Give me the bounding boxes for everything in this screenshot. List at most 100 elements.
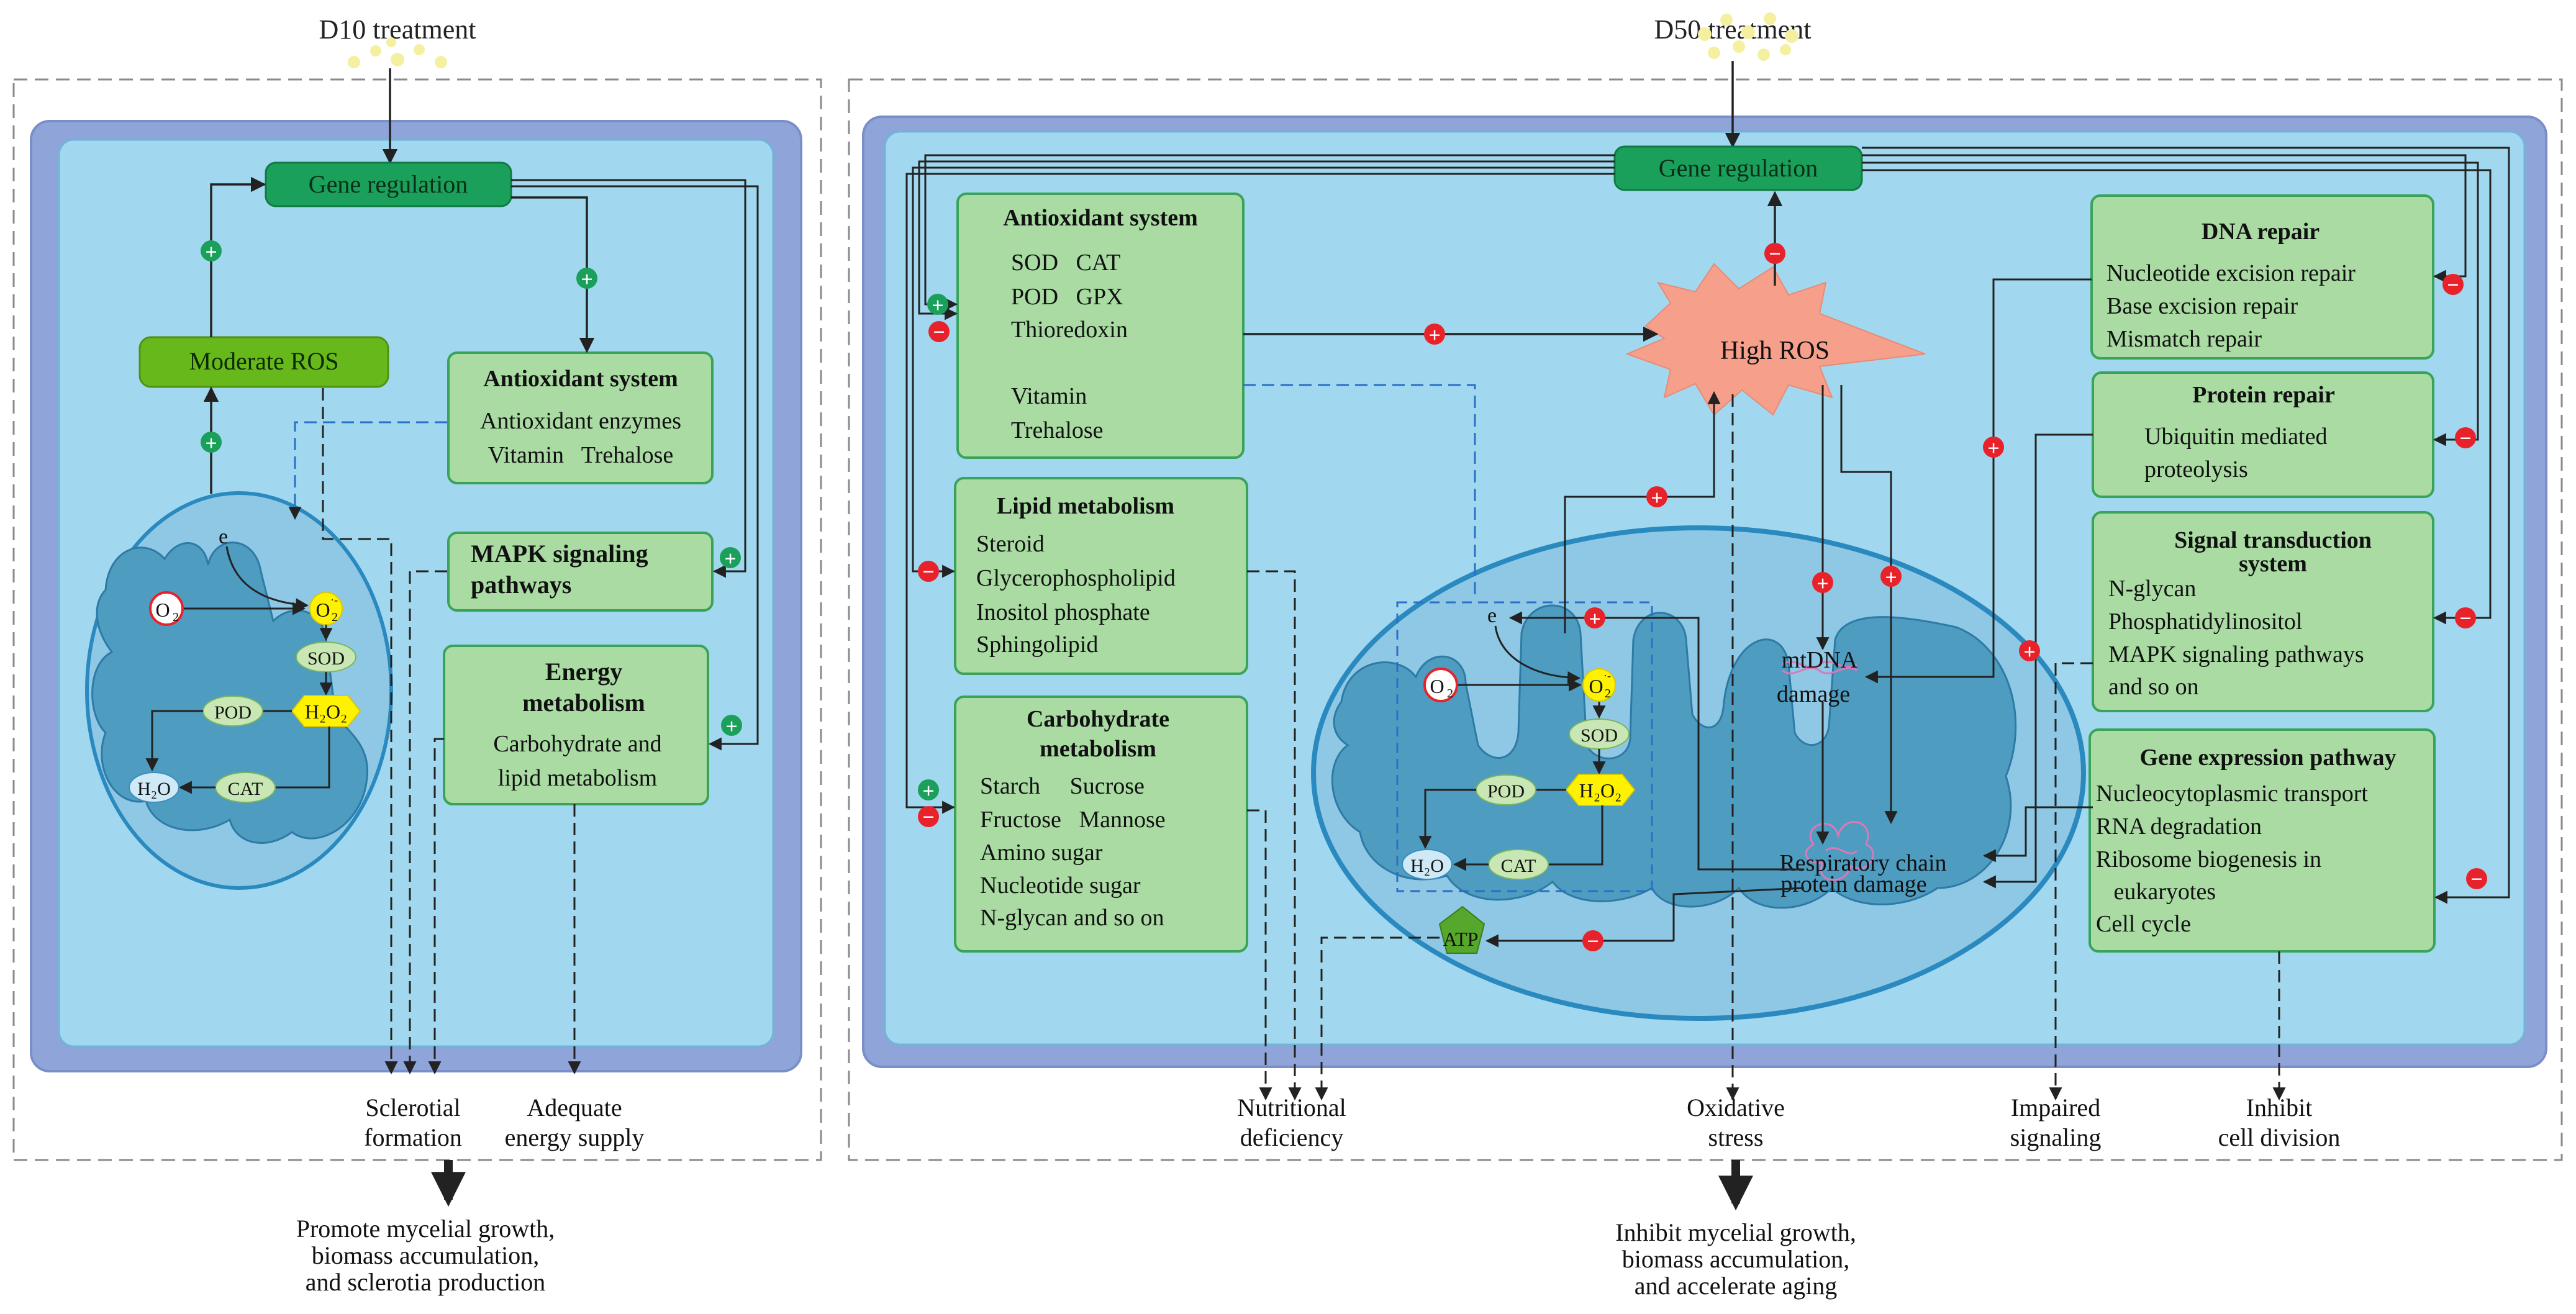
d50-cat-label: CAT bbox=[1501, 856, 1536, 876]
d50-signal-line: N-glycan bbox=[2108, 576, 2196, 602]
svg-text:+: + bbox=[1987, 437, 1999, 460]
svg-text:+: + bbox=[1651, 487, 1662, 510]
svg-text:−: − bbox=[2447, 274, 2459, 297]
minus-sign-icon: − bbox=[2455, 427, 2476, 450]
svg-text:−: − bbox=[922, 806, 934, 829]
d50-carb-title: metabolism bbox=[1040, 736, 1156, 762]
d50-result-text: biomass accumulation, bbox=[1622, 1245, 1850, 1273]
d50-dna-repair-line: Mismatch repair bbox=[2107, 326, 2262, 352]
d50-gene-expression-line: Ribosome biogenesis in bbox=[2096, 846, 2321, 872]
svg-text:2: 2 bbox=[332, 610, 338, 624]
dna-helix-icon bbox=[1782, 661, 1857, 674]
minus-sign-icon: − bbox=[1582, 930, 1603, 953]
minus-sign-icon: − bbox=[2455, 607, 2476, 630]
d10-h2o-label: H₂O bbox=[137, 779, 171, 799]
d50-high-ros-label: High ROS bbox=[1720, 337, 1830, 365]
svg-text:O: O bbox=[1589, 675, 1603, 697]
d50-carb-title: Carbohydrate bbox=[1027, 706, 1169, 732]
d50-carb-line: Starch Sucrose bbox=[980, 773, 1145, 799]
d50-antioxidant-line: Thioredoxin bbox=[1011, 317, 1128, 343]
d50-gene-regulation-label: Gene regulation bbox=[1659, 154, 1818, 182]
d50-carb-line: N-glycan and so on bbox=[980, 905, 1164, 931]
d10-gene-to-energy-arrow bbox=[511, 185, 759, 751]
d10-energy-title: Energy bbox=[545, 658, 622, 686]
minus-sign-icon: − bbox=[928, 321, 950, 344]
d50-h2o2-molecule bbox=[1565, 774, 1636, 806]
d50-signal-title: Signal transduction bbox=[2174, 527, 2372, 553]
d50-gene-expression-box bbox=[2088, 728, 2436, 953]
d50-carb-line: Nucleotide sugar bbox=[980, 872, 1141, 899]
d50-h2o-molecule bbox=[1402, 849, 1453, 880]
d10-dashed-flows bbox=[288, 388, 581, 1075]
d10-outcome-label: Adequate bbox=[527, 1094, 622, 1121]
d10-gene-to-antioxidant-arrow bbox=[511, 196, 595, 353]
d50-dna-repair-line: Base excision repair bbox=[2107, 293, 2298, 319]
svg-text:2: 2 bbox=[1447, 687, 1453, 700]
d10-pod-label: POD bbox=[214, 702, 252, 723]
d50-panel: D50 treatment Gene regulation High ROS A… bbox=[848, 12, 2563, 1300]
d50-protein-repair-line: Ubiquitin mediated bbox=[2144, 424, 2327, 450]
d10-energy-box bbox=[443, 645, 709, 805]
svg-text:+: + bbox=[725, 715, 737, 738]
svg-text:·-: ·- bbox=[1603, 669, 1611, 682]
minus-sign-icon: − bbox=[1764, 243, 1785, 266]
d10-result-text: biomass accumulation, bbox=[312, 1241, 540, 1269]
svg-text:+: + bbox=[2023, 641, 2035, 664]
d50-signal-title: system bbox=[2239, 551, 2307, 577]
d10-energy-title: metabolism bbox=[522, 689, 645, 717]
svg-text:−: − bbox=[933, 321, 945, 344]
d10-o2-molecule: O 2 bbox=[149, 591, 184, 626]
d10-gene-to-mapk-arrow bbox=[511, 179, 746, 578]
d10-energy-line: lipid metabolism bbox=[498, 765, 657, 791]
d10-ros-to-gene-arrow bbox=[210, 176, 266, 337]
d50-sod-label: SOD bbox=[1581, 725, 1618, 746]
d10-outcome-label: energy supply bbox=[505, 1123, 645, 1151]
d50-resp-label: Respiratory chain bbox=[1779, 850, 1946, 876]
d50-gene-expression-line: RNA degradation bbox=[2096, 813, 2262, 840]
plus-sign-icon: + bbox=[1646, 486, 1667, 510]
svg-text:−: − bbox=[2470, 868, 2482, 891]
d50-outcome-label: Oxidative bbox=[1687, 1094, 1785, 1121]
d10-outcome-label: formation bbox=[364, 1123, 462, 1151]
plus-sign-icon: + bbox=[2019, 640, 2040, 664]
d50-carb-line: Amino sugar bbox=[980, 840, 1103, 866]
d10-superoxide-molecule: O 2 ·- bbox=[309, 592, 343, 625]
d50-antioxidant-title: Antioxidant system bbox=[1003, 205, 1198, 231]
d50-gene-expression-title: Gene expression pathway bbox=[2139, 745, 2396, 771]
plus-sign-icon: + bbox=[576, 268, 597, 291]
plus-sign-icon: + bbox=[201, 240, 222, 264]
plus-sign-icon: + bbox=[721, 715, 742, 738]
d50-outcome-label: cell division bbox=[2218, 1123, 2341, 1151]
d50-resp-label: protein damage bbox=[1780, 871, 1926, 897]
d50-antioxidant-line: POD GPX bbox=[1011, 284, 1123, 310]
d50-dashed-frame bbox=[848, 78, 2563, 1161]
d10-h2o2-label: H₂O₂ bbox=[305, 700, 348, 723]
minus-sign-icon: − bbox=[2442, 274, 2464, 297]
d10-mapk-box bbox=[447, 532, 714, 612]
svg-text:+: + bbox=[1885, 566, 1897, 589]
d50-dashed-flows bbox=[1243, 384, 2286, 1101]
d50-lipid-line: Sphingolipid bbox=[976, 632, 1098, 658]
svg-text:+: + bbox=[1816, 573, 1828, 596]
d10-gene-regulation-label: Gene regulation bbox=[309, 170, 468, 198]
d50-gene-expression-line: Nucleocytoplasmic transport bbox=[2096, 781, 2368, 807]
d50-outcome-label: Nutritional bbox=[1237, 1094, 1346, 1121]
svg-text:+: + bbox=[932, 294, 943, 317]
minus-sign-icon: − bbox=[918, 806, 939, 829]
d50-outcome-label: stress bbox=[1708, 1123, 1764, 1151]
d10-spores-icon bbox=[348, 37, 447, 68]
d50-outcome-label: Impaired bbox=[2011, 1094, 2100, 1121]
d50-mtdna-label: mtDNA bbox=[1782, 647, 1858, 673]
svg-text:O: O bbox=[1430, 675, 1444, 697]
svg-text:−: − bbox=[2459, 607, 2471, 630]
svg-text:−: − bbox=[1587, 930, 1599, 953]
d50-antioxidant-box bbox=[956, 193, 1245, 459]
d10-treatment-label: D10 treatment bbox=[319, 14, 476, 45]
d10-electron-label: e bbox=[219, 525, 228, 548]
d50-high-ros-burst bbox=[1625, 263, 1926, 416]
svg-text:+: + bbox=[205, 241, 217, 264]
d50-dna-repair-line: Nucleotide excision repair bbox=[2107, 260, 2356, 286]
d50-mtdna-label: damage bbox=[1777, 681, 1850, 707]
d50-superoxide-molecule: O 2 ·- bbox=[1582, 668, 1616, 702]
d50-treatment-label: D50 treatment bbox=[1654, 14, 1812, 45]
